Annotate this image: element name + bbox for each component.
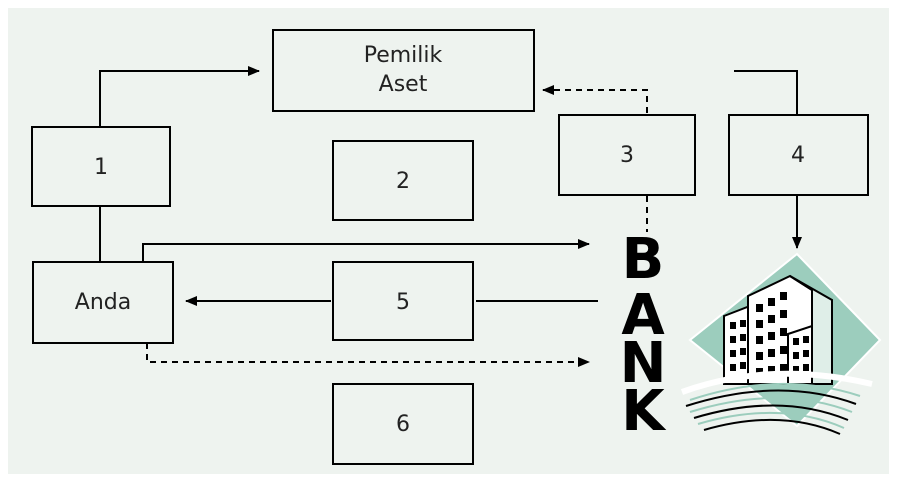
bank-letter-n: N <box>620 331 667 396</box>
node-box-2: 2 <box>332 140 474 221</box>
arrow-box1-to-pemilik-aset <box>99 66 260 126</box>
box-4-label: 4 <box>791 143 805 168</box>
dashed-arrow-anda-to-bank <box>146 343 590 367</box>
node-box-6: 6 <box>332 383 474 465</box>
node-box-4: 4 <box>728 114 869 196</box>
box-1-label: 1 <box>94 155 108 180</box>
pemilik-aset-label-line2: Aset <box>379 72 428 97</box>
node-anda: Anda <box>32 261 174 344</box>
pemilik-aset-label-line1: Pemilik <box>364 43 443 68</box>
building-left-block <box>723 304 751 385</box>
office-building-icon <box>680 252 882 435</box>
box-2-label: 2 <box>396 169 410 194</box>
box-5-label: 5 <box>396 290 410 315</box>
node-pemilik-aset: Pemilik Aset <box>272 29 535 112</box>
bank-wordmark: B A N K <box>620 227 668 444</box>
bank-letter-b: B <box>622 227 665 292</box>
node-box-3: 3 <box>558 114 696 196</box>
node-box-1: 1 <box>31 126 171 207</box>
dashed-arrow-box3-to-pemilik <box>542 85 648 113</box>
box-3-label: 3 <box>620 143 634 168</box>
anda-label: Anda <box>75 290 131 315</box>
arrow-pemilik-to-box4 <box>734 70 798 114</box>
bank-letter-k: K <box>621 379 667 444</box>
arrow-anda-to-bank <box>142 239 590 262</box>
box-6-label: 6 <box>396 412 410 437</box>
building-ground-waves <box>680 370 873 435</box>
building-right-block <box>787 324 813 385</box>
bank-letter-a: A <box>621 283 665 348</box>
node-box-5: 5 <box>332 261 474 341</box>
